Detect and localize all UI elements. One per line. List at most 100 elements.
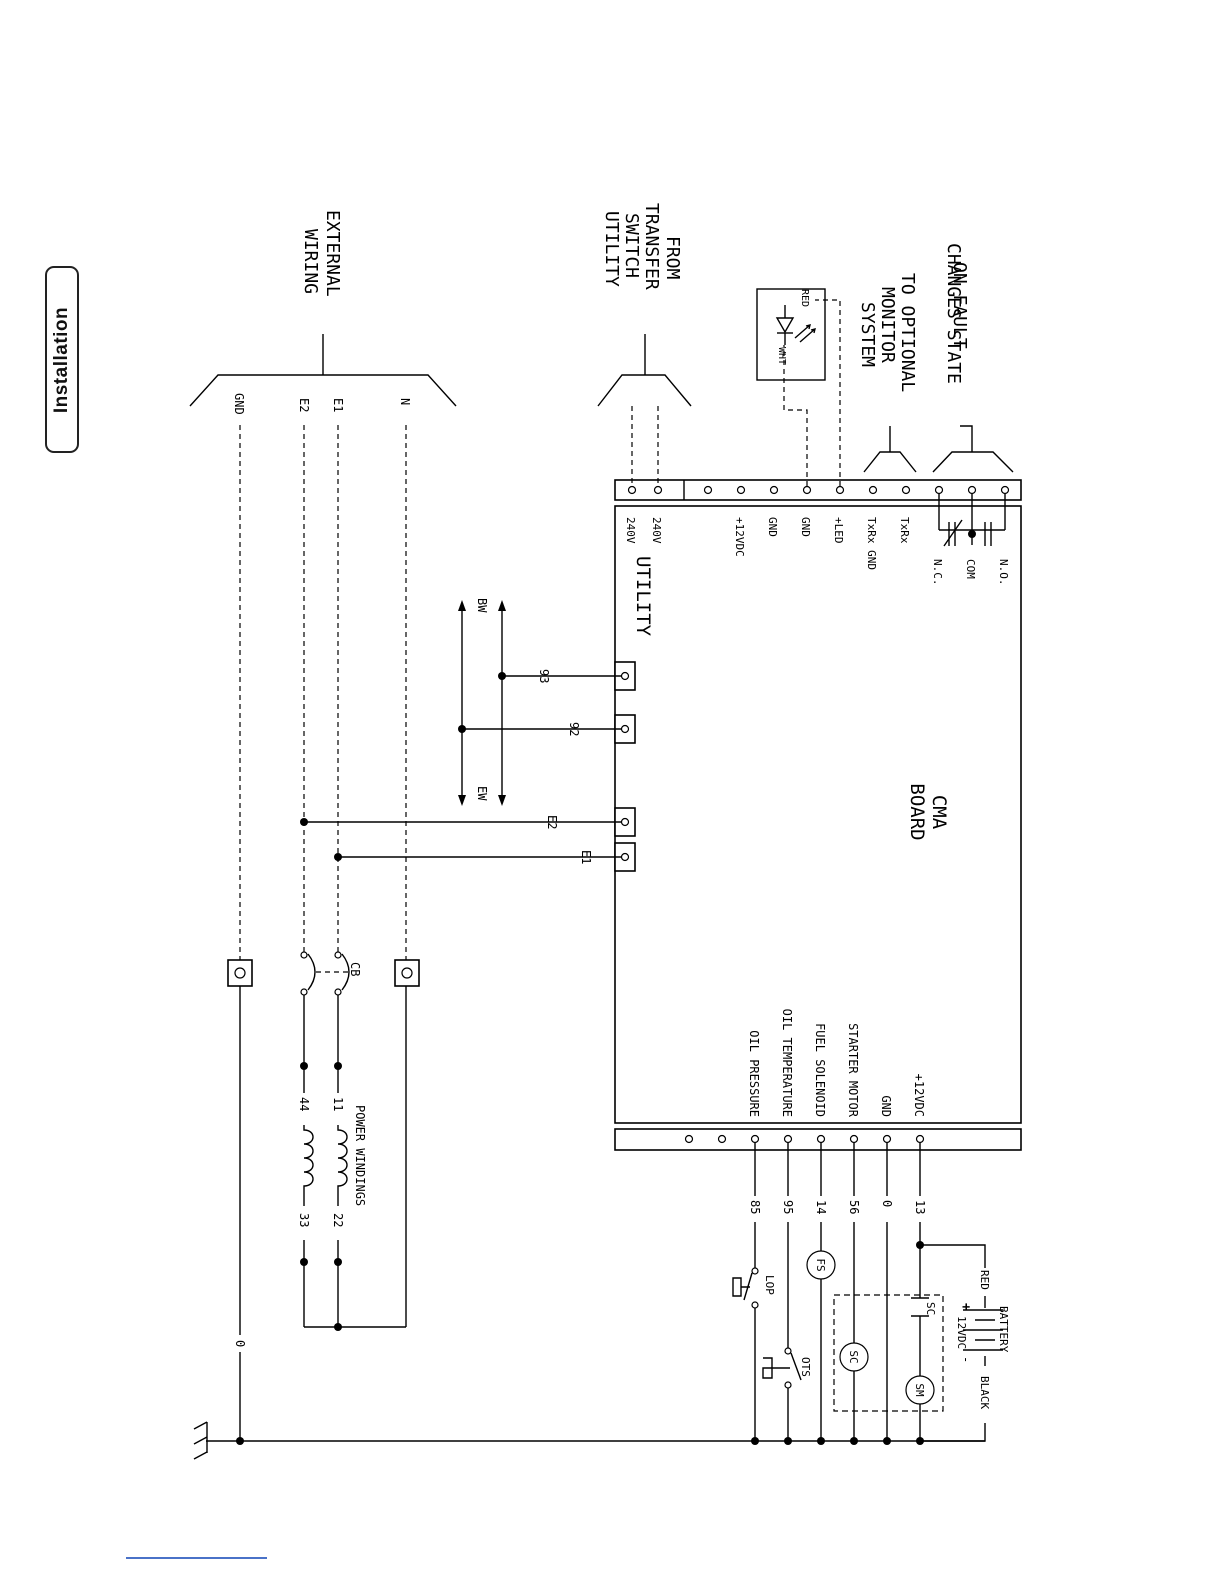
ground-wire-label: 0 bbox=[233, 1340, 247, 1347]
bw-ew-buses: BW EW bbox=[458, 598, 506, 806]
ext-e2-label: E2 bbox=[297, 398, 311, 412]
led-red-label: RED bbox=[799, 289, 810, 307]
label-b-oiltemp: OIL TEMPERATURE bbox=[780, 1009, 794, 1117]
wire-13: 13 bbox=[913, 1200, 927, 1214]
starter-contactor: SC SM SC bbox=[833, 1294, 944, 1412]
cma-board-outline bbox=[614, 505, 1022, 1124]
monitor-line1: TO OPTIONAL bbox=[897, 273, 918, 392]
sc-coil-label: SC bbox=[847, 1350, 860, 1363]
battery-title: BATTERY bbox=[997, 1306, 1010, 1353]
label-gnd-b: GND bbox=[766, 517, 779, 537]
battery-plus: + bbox=[958, 1303, 973, 1311]
label-txrx-gnd: TxRx GND bbox=[865, 517, 878, 570]
utility-label: UTILITY bbox=[632, 556, 654, 637]
led-diode bbox=[775, 317, 795, 334]
sense-wires: 93 92 E2 E1 bbox=[300, 669, 621, 864]
terminal-b-spare1 bbox=[717, 1134, 727, 1144]
terminal-txrx-gnd bbox=[868, 485, 878, 495]
sm-motor bbox=[905, 1375, 935, 1405]
ground-bus bbox=[193, 1421, 985, 1460]
label-b-oilpress: OIL PRESSURE bbox=[747, 1030, 761, 1117]
sm-label: SM bbox=[913, 1383, 926, 1397]
terminal-gnd-a bbox=[802, 485, 812, 495]
terminal-nc bbox=[934, 485, 944, 495]
external-line2: WIRING bbox=[300, 229, 321, 294]
monitor-line3: SYSTEM bbox=[857, 302, 878, 367]
terminal-b-spare2 bbox=[684, 1134, 694, 1144]
battery-voltage: 12VDC bbox=[955, 1316, 968, 1349]
label-led-plus: +LED bbox=[832, 517, 845, 544]
bottom-terminals bbox=[684, 1134, 925, 1144]
power-windings-label: POWER WINDINGS bbox=[353, 1105, 367, 1206]
winding-33: 33 bbox=[297, 1213, 311, 1227]
label-240v-b: 240V bbox=[624, 517, 637, 544]
terminal-b-gnd bbox=[882, 1134, 892, 1144]
label-12vdc: +12VDC bbox=[733, 517, 746, 557]
sc-contact-label: SC bbox=[924, 1302, 937, 1315]
transfer-line4: UTILITY bbox=[601, 211, 622, 287]
transfer-line3: SWITCH bbox=[621, 213, 642, 278]
terminal-b-oilpress bbox=[750, 1134, 760, 1144]
winding-22: 22 bbox=[331, 1213, 345, 1227]
wire-92-label: 92 bbox=[567, 722, 581, 736]
wire-95: 95 bbox=[781, 1200, 795, 1214]
ext-n-label: N bbox=[398, 398, 412, 405]
engine-wires: 13 0 56 14 95 85 bbox=[748, 1143, 927, 1441]
changes-state-line2: ON FAULT bbox=[949, 262, 970, 349]
oil-temp-switch: OTS bbox=[762, 1347, 812, 1389]
wire-93-label: 93 bbox=[537, 669, 551, 683]
power-windings: 11 44 22 33 POWER WINDINGS bbox=[297, 1097, 406, 1331]
ext-e1-label: E1 bbox=[331, 398, 345, 412]
terminal-240v-a bbox=[653, 485, 663, 495]
label-txrx: TxRx bbox=[898, 517, 911, 544]
cma-board-label-1: CMA bbox=[928, 795, 950, 830]
label-gnd-a: GND bbox=[799, 517, 812, 537]
ew-label: EW bbox=[475, 786, 489, 801]
led-enclosure bbox=[756, 288, 826, 381]
changes-state-line1: CHANGES STATE bbox=[943, 243, 964, 384]
lop-label: LOP bbox=[763, 1275, 776, 1295]
fs-coil bbox=[806, 1250, 836, 1280]
external-line1: EXTERNAL bbox=[322, 210, 343, 297]
terminal-12vdc bbox=[736, 485, 746, 495]
terminal-led-plus bbox=[835, 485, 845, 495]
terminal-txrx bbox=[901, 485, 911, 495]
label-b-starter: STARTER MOTOR bbox=[846, 1023, 860, 1118]
label-nc: N.C. bbox=[931, 559, 944, 586]
neutral-terminal bbox=[394, 959, 420, 987]
wire-56: 56 bbox=[847, 1200, 861, 1214]
ots-label: OTS bbox=[799, 1357, 812, 1377]
breaker-label: CB bbox=[348, 962, 362, 976]
battery-black: BLACK bbox=[978, 1376, 991, 1409]
battery-minus: - bbox=[959, 1356, 973, 1363]
contactor-enclosure bbox=[833, 1294, 944, 1412]
utility-feed bbox=[631, 406, 659, 486]
terminal-b-oiltemp bbox=[783, 1134, 793, 1144]
terminal-gnd-b bbox=[769, 485, 779, 495]
label-no: N.O. bbox=[997, 559, 1010, 586]
fault-relay-contacts bbox=[938, 494, 1006, 547]
wire-0: 0 bbox=[880, 1200, 894, 1207]
cma-board-label-2: BOARD bbox=[906, 783, 928, 840]
sense-terminals bbox=[614, 661, 636, 872]
label-com: COM bbox=[964, 559, 977, 579]
callout-texts: CHANGES STATE ON FAULT TO OPTIONAL MONIT… bbox=[300, 203, 970, 392]
led-white-label: WHT bbox=[776, 347, 787, 365]
fs-label: FS bbox=[814, 1258, 827, 1271]
battery-red: RED bbox=[978, 1270, 991, 1290]
wire-e2-label: E2 bbox=[545, 815, 559, 829]
battery: BATTERY 12VDC + - RED BLACK bbox=[920, 1244, 1010, 1442]
winding-11: 11 bbox=[331, 1097, 345, 1111]
wire-e1-label: E1 bbox=[579, 850, 593, 864]
terminal-b-starter bbox=[849, 1134, 859, 1144]
com-node bbox=[968, 530, 976, 538]
top-terminal-labels: N.O. COM N.C. TxRx TxRx GND +LED GND GND… bbox=[624, 517, 1010, 586]
label-b-fuel: FUEL SOLENOID bbox=[813, 1023, 827, 1117]
top-terminals bbox=[627, 485, 1010, 495]
ext-gnd-label: GND bbox=[232, 393, 246, 415]
wire-85: 85 bbox=[748, 1200, 762, 1214]
transfer-line1: FROM bbox=[662, 236, 683, 280]
fuel-solenoid: FS bbox=[806, 1250, 836, 1280]
terminal-com bbox=[967, 485, 977, 495]
